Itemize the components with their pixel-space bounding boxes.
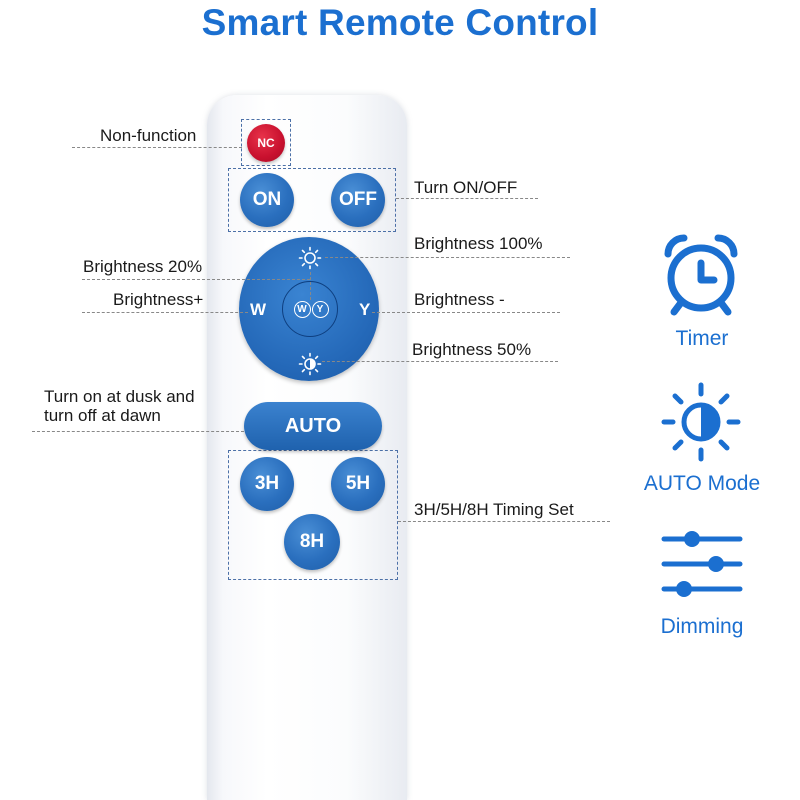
callout-timing-set: 3H/5H/8H Timing Set bbox=[414, 500, 574, 519]
callout-non-function: Non-function bbox=[100, 126, 197, 145]
nc-button[interactable]: NC bbox=[247, 124, 285, 162]
callout-brightness-50: Brightness 50% bbox=[412, 340, 532, 359]
callout-dusk-line-2: turn off at dawn bbox=[44, 406, 161, 425]
dial-w-button[interactable]: W bbox=[250, 300, 267, 319]
half-sun-icon bbox=[661, 382, 741, 462]
center-w-label: W bbox=[293, 300, 311, 318]
half-sun-icon[interactable] bbox=[298, 352, 322, 376]
feature-timer-label: Timer bbox=[675, 327, 729, 350]
leader-line bbox=[372, 312, 560, 313]
leader-line bbox=[310, 272, 311, 300]
sliders-icon bbox=[661, 531, 743, 597]
alarm-clock-icon bbox=[664, 234, 738, 316]
callout-dusk-line-1: Turn on at dusk and bbox=[44, 387, 195, 406]
callout-brightness-100: Brightness 100% bbox=[414, 234, 543, 253]
leader-line bbox=[72, 147, 242, 148]
timer-3h-button[interactable]: 3H bbox=[240, 457, 294, 511]
leader-line bbox=[82, 279, 310, 280]
callout-brightness-20: Brightness 20% bbox=[83, 257, 203, 276]
callout-brightness-minus: Brightness - bbox=[414, 290, 505, 309]
leader-line bbox=[32, 431, 244, 432]
page-title: Smart Remote Control bbox=[201, 2, 599, 43]
leader-line bbox=[82, 312, 248, 313]
leader-line bbox=[396, 198, 538, 199]
callout-brightness-plus: Brightness+ bbox=[113, 290, 204, 309]
leader-line bbox=[322, 361, 558, 362]
callout-turn-on-off: Turn ON/OFF bbox=[414, 178, 518, 197]
sun-icon[interactable] bbox=[298, 246, 322, 270]
feature-dimming-label: Dimming bbox=[660, 615, 744, 638]
nc-highlight-box bbox=[241, 119, 291, 166]
dial-y-button[interactable]: Y bbox=[359, 300, 371, 319]
timer-highlight-box bbox=[228, 450, 398, 580]
leader-line bbox=[398, 521, 610, 522]
wy-center-button[interactable]: W Y bbox=[292, 299, 330, 319]
center-y-label: Y bbox=[311, 300, 329, 318]
feature-auto-mode-label: AUTO Mode bbox=[643, 472, 761, 495]
leader-line bbox=[325, 257, 570, 258]
on-button[interactable]: ON bbox=[240, 173, 294, 227]
timer-5h-button[interactable]: 5H bbox=[331, 457, 385, 511]
auto-button[interactable]: AUTO bbox=[244, 402, 382, 450]
onoff-highlight-box bbox=[228, 168, 396, 232]
off-button[interactable]: OFF bbox=[331, 173, 385, 227]
timer-8h-button[interactable]: 8H bbox=[284, 514, 340, 570]
